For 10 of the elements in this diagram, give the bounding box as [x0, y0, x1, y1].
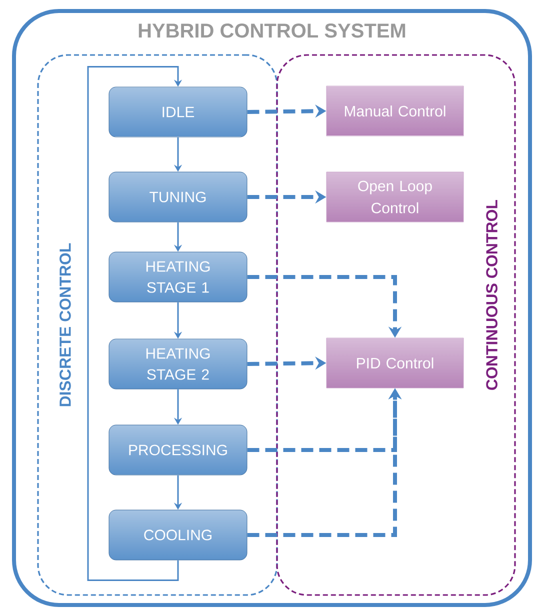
state-box: PROCESSING [108, 424, 248, 476]
state-box: COOLING [108, 510, 248, 560]
state-box: HEATING STAGE 2 [108, 338, 248, 390]
state-box: TUNING [108, 172, 248, 222]
state-box: HEATING STAGE 1 [108, 252, 248, 302]
control-mode-box: Open Loop Control [326, 172, 464, 222]
state-box: IDLE [108, 86, 248, 138]
control-mode-box: Manual Control [326, 86, 464, 136]
control-mode-box: PID Control [326, 338, 464, 388]
arrow [87, 66, 182, 581]
